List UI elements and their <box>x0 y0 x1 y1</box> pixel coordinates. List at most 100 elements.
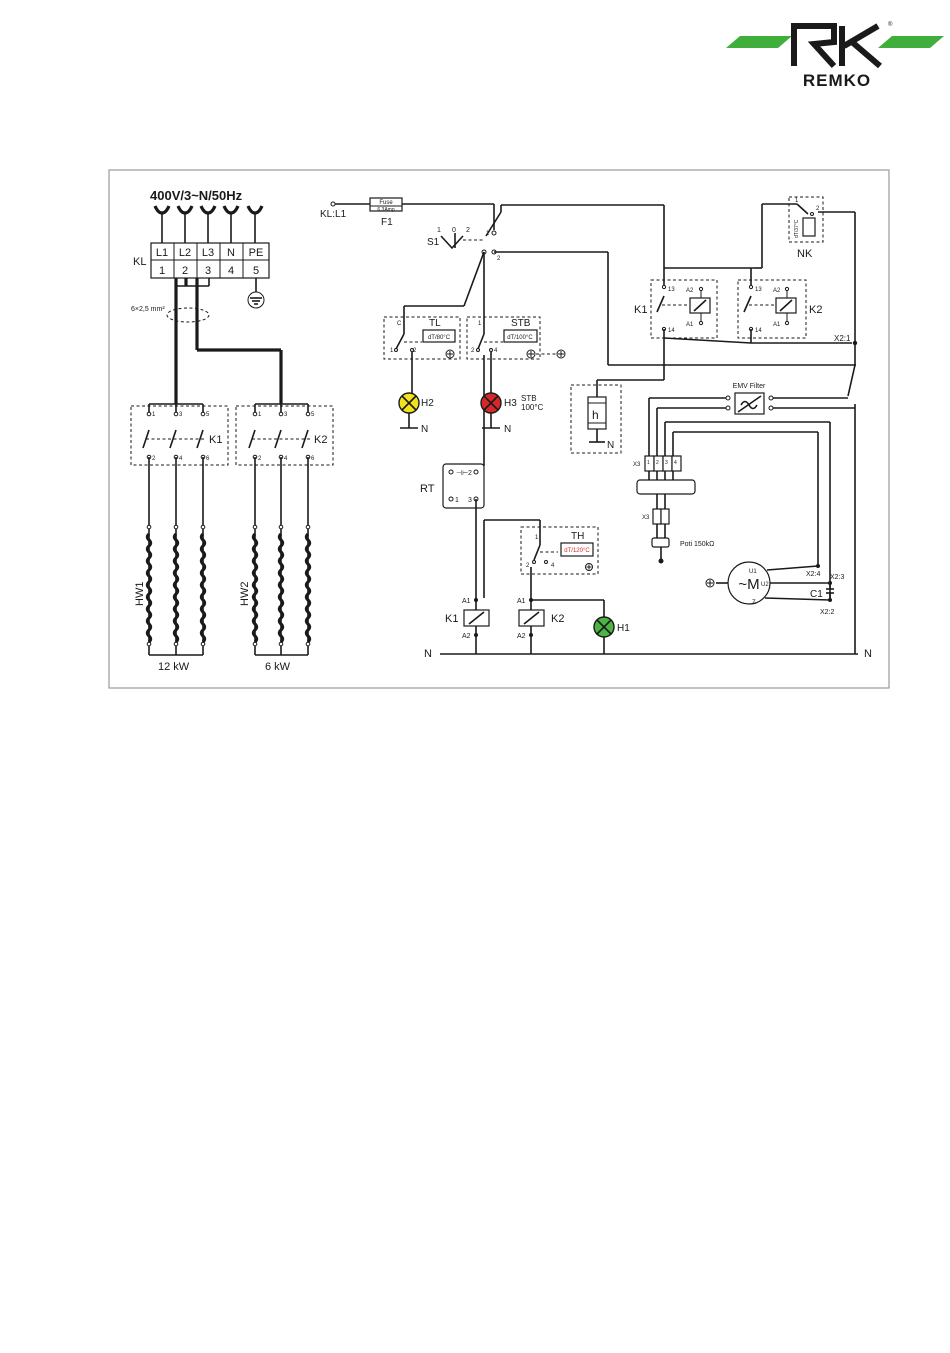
x3-terminal-block <box>636 421 831 600</box>
earth-icon <box>247 278 265 309</box>
stb-note-2: 100°C <box>521 403 544 412</box>
k2-coil-label: K2 <box>551 613 564 625</box>
terminal-number-1: 1 <box>159 265 165 277</box>
k2-pin-6: 6 <box>311 456 315 462</box>
lamp-h3-label: H3 <box>504 398 517 409</box>
aux-k2-pin-a2: A2 <box>773 288 781 294</box>
th-ground-icon <box>585 563 593 571</box>
rt-label: RT <box>420 483 435 495</box>
logo-green-stripe-left <box>726 36 792 48</box>
rt-symbol: ⊣⊢ <box>456 470 468 477</box>
th-setting-box <box>560 542 594 557</box>
stb-contact <box>476 324 503 352</box>
aux-k1-frame <box>650 279 718 339</box>
s1-pin-2: 2 <box>497 256 501 262</box>
terminal-phase-l2: L2 <box>179 247 191 259</box>
k1-coil <box>463 598 490 654</box>
stb-pin-4: 4 <box>494 348 498 354</box>
heater-hw2-elements <box>251 457 312 656</box>
x2-3-label: X2:3 <box>830 574 845 581</box>
fuse-value: 6.3Amp <box>377 207 394 213</box>
aux-k1-pin-13: 13 <box>668 287 675 293</box>
motor-label: ~M <box>738 576 759 593</box>
k1-coil-a1: A1 <box>462 598 471 605</box>
tl-pin-1: 1 <box>390 348 394 354</box>
logo-rk-mark <box>791 23 882 69</box>
hour-meter-label: h <box>592 408 599 422</box>
lamp-h1-icon <box>593 616 615 654</box>
stb-label: STB <box>511 318 531 329</box>
aux-k2-contact <box>743 203 852 344</box>
terminal-number-3: 3 <box>205 265 211 277</box>
cable-bundle-marker <box>166 307 210 323</box>
x2-2-label: X2:2 <box>820 609 835 616</box>
th-thermostat-frame <box>520 526 599 575</box>
room-thermostat <box>442 463 485 509</box>
h3-neutral: N <box>504 424 511 435</box>
stb-note-1: STB <box>521 394 537 403</box>
s1-pin-1: 1 <box>486 231 490 237</box>
fuse-label: Fuse <box>379 200 393 206</box>
th-pin-4: 4 <box>551 563 555 569</box>
nk-pin-2: 2 <box>816 206 820 212</box>
s1-position-0: 0 <box>452 227 456 234</box>
remko-logo: REMKO ® <box>726 21 944 90</box>
terminal-phase-l3: L3 <box>202 247 214 259</box>
k2-coil-a2: A2 <box>517 633 526 640</box>
k1-pin-2: 2 <box>152 456 156 462</box>
k2-power-contacts <box>248 403 311 460</box>
tl-ground-icon <box>445 349 455 359</box>
aux-k1-pin-14: 14 <box>668 328 675 334</box>
stb-pin-2: 2 <box>471 348 475 354</box>
heater-hw1-elements <box>145 457 207 656</box>
k2-power-label: K2 <box>314 434 327 446</box>
nk-frame <box>788 196 824 243</box>
th-contact <box>532 536 558 564</box>
aux-k2-pin-13: 13 <box>755 287 762 293</box>
heater-hw1-rating: 12 kW <box>158 661 190 673</box>
k1-pin-4: 4 <box>179 456 183 462</box>
neutral-right: N <box>864 648 872 660</box>
x2-1-label: X2:1 <box>834 334 851 343</box>
x3-pin-2: 2 <box>656 460 659 466</box>
k1-pin-6: 6 <box>206 456 210 462</box>
tl-setting: dT/80°C <box>428 335 451 341</box>
th-pin-2: 2 <box>526 563 530 569</box>
aux-k1-label: K1 <box>634 304 647 316</box>
s1-position-2: 2 <box>466 227 470 234</box>
logo-green-stripe-right <box>878 36 944 48</box>
neutral-left: N <box>424 648 432 660</box>
k1-power-label: K1 <box>209 434 222 446</box>
s1-label: S1 <box>427 237 440 248</box>
k2-pin-5: 5 <box>311 412 315 418</box>
supply-title: 400V/3~N/50Hz <box>150 188 243 203</box>
s1-selector-switch <box>440 204 664 255</box>
tl-thermostat-frame <box>383 316 461 360</box>
emv-filter <box>648 392 855 456</box>
terminal-phase-n: N <box>227 247 235 259</box>
aux-k2-pin-14: 14 <box>755 328 762 334</box>
hour-meter <box>587 338 665 443</box>
h2-neutral: N <box>421 424 428 435</box>
k1-coil-label: K1 <box>445 613 458 625</box>
k1-pin-5: 5 <box>206 412 210 418</box>
registered-mark: ® <box>888 21 893 28</box>
capacitor-label: C1 <box>810 589 823 600</box>
logo-wordmark: REMKO <box>803 71 871 90</box>
aux-k1-pin-a2: A2 <box>686 288 694 294</box>
fan-motor <box>705 561 834 605</box>
th-pin-1: 1 <box>535 535 539 541</box>
terminal-block-label: KL <box>133 256 146 268</box>
k2-pin-3: 3 <box>284 412 288 418</box>
terminal-phase-l1: L1 <box>156 247 168 259</box>
main-power-cables <box>174 278 283 404</box>
aux-k2-label: K2 <box>809 304 822 316</box>
nk-pin-1: 1 <box>795 198 799 204</box>
k2-coil-a1: A1 <box>517 598 526 605</box>
k2-power-contactor-frame <box>235 405 334 466</box>
stb-ground-icon <box>526 349 566 359</box>
x3-label-bottom: X3 <box>642 515 650 521</box>
aux-k2-pin-a1: A1 <box>773 322 781 328</box>
k2-pin-2: 2 <box>258 456 262 462</box>
